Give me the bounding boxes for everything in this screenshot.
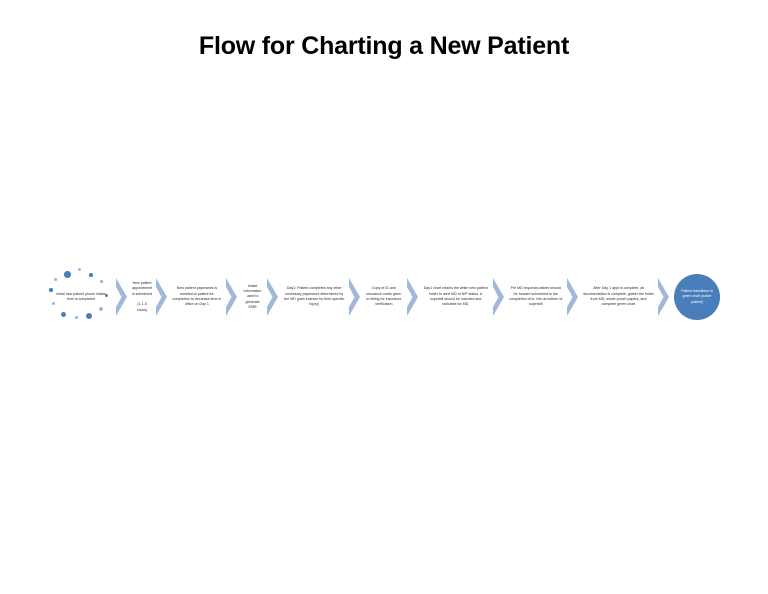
decorative-dot: [86, 313, 92, 319]
chevron-right-icon: [114, 274, 130, 320]
flow-step-label: Day1: Patient completes any other necess…: [284, 286, 345, 307]
flow-step-label: New patient paperwork is emailed to pati…: [172, 286, 222, 307]
flow-step[interactable]: Day1 chart retains the white new patient…: [421, 266, 491, 328]
chevron-right-icon: [656, 274, 672, 320]
decorative-dot: [100, 280, 103, 283]
chevron-right-icon: [405, 274, 421, 320]
flow-step[interactable]: Intake information used to generate EMR: [240, 266, 266, 328]
flow-step[interactable]: After Day 1 appt is complete, all docume…: [581, 266, 656, 328]
chevron-right-icon: [154, 274, 170, 320]
flow-step[interactable]: New patient appointment is scheduled (1-…: [130, 266, 154, 328]
decorative-dot: [54, 278, 57, 281]
flow-step-label: Intake information used to generate EMR: [243, 283, 262, 310]
flow-end-label: Patient transitions to green chart (acti…: [681, 289, 713, 304]
decorative-dot: [61, 312, 66, 317]
flow-start-node[interactable]: Initial new patient phone intake form is…: [48, 266, 114, 328]
flow-start-label: Initial new patient phone intake form is…: [56, 291, 106, 301]
decorative-dot: [64, 271, 71, 278]
decorative-dot: [78, 268, 81, 271]
flow-step-label: Pre MD requests patient should be forwar…: [509, 286, 563, 307]
decorative-dot: [99, 307, 103, 311]
flow-step[interactable]: Pre MD requests patient should be forwar…: [507, 266, 565, 328]
flow-step[interactable]: Day1: Patient completes any other necess…: [281, 266, 347, 328]
chevron-right-icon: [565, 274, 581, 320]
process-flow-diagram: Initial new patient phone intake form is…: [48, 262, 720, 332]
decorative-dot: [52, 302, 55, 305]
flow-step-label: After Day 1 appt is complete, all docume…: [583, 286, 654, 307]
decorative-dot: [49, 288, 53, 292]
chevron-right-icon: [347, 274, 363, 320]
chevron-right-icon: [224, 274, 240, 320]
flow-step-label: New patient appointment is scheduled (1-…: [132, 280, 153, 312]
decorative-dot: [89, 273, 93, 277]
flow-step-label: Day1 chart retains the white new patient…: [423, 286, 488, 307]
chevron-right-icon: [265, 274, 281, 320]
decorative-dot: [75, 316, 78, 319]
flow-end-node[interactable]: Patient transitions to green chart (acti…: [674, 274, 720, 320]
decorative-dot: [105, 294, 108, 297]
chevron-right-icon: [491, 274, 507, 320]
flow-step[interactable]: New patient paperwork is emailed to pati…: [170, 266, 224, 328]
flow-step[interactable]: Copy of ID and insurance cards given to …: [363, 266, 405, 328]
flow-step-label: Copy of ID and insurance cards given to …: [366, 286, 402, 307]
page-title: Flow for Charting a New Patient: [198, 32, 570, 60]
